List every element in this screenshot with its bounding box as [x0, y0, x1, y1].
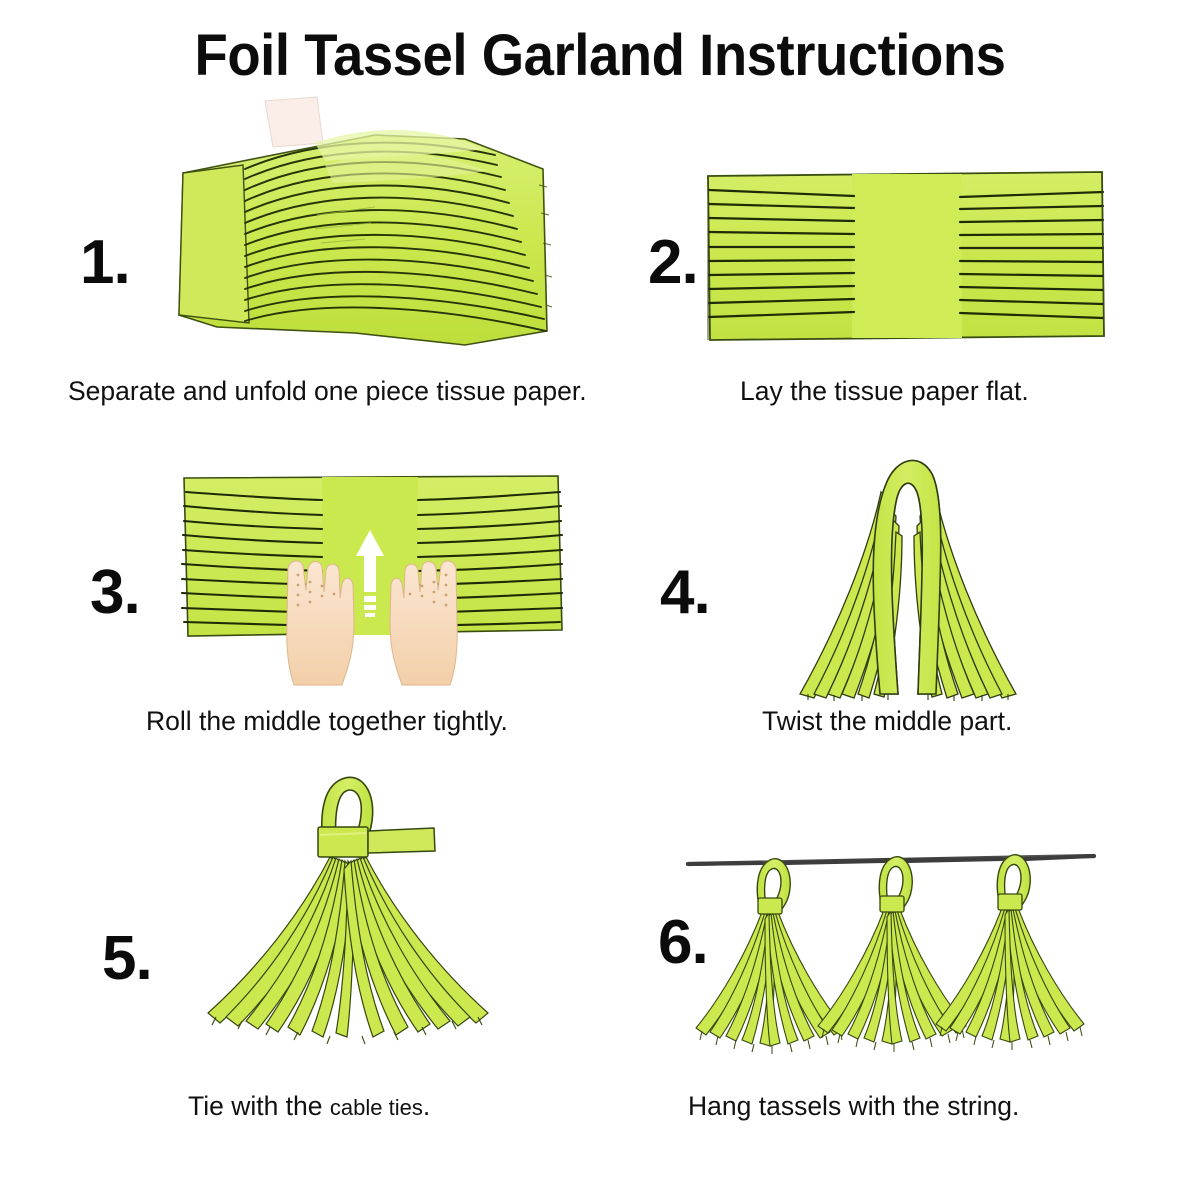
step-1-number: 1.: [80, 228, 131, 297]
step-3-caption: Roll the middle together tightly.: [146, 706, 508, 736]
step-5-caption-end: .: [422, 1091, 431, 1121]
step-5-illustration: [190, 765, 510, 1065]
step-4-number: 4.: [660, 558, 711, 627]
step-1-illustration: [165, 95, 575, 360]
tassel-3: [935, 854, 1085, 1051]
step-6-illustration: [680, 840, 1100, 1065]
step-3-illustration: [170, 472, 575, 687]
step-6-number: 6.: [658, 908, 709, 977]
cable-tie-tail: [367, 827, 436, 854]
step-6-caption: Hang tassels with the string.: [688, 1091, 1020, 1121]
step-5-caption: Tie with the cable ties.: [188, 1093, 430, 1120]
step-1-caption: Separate and unfold one piece tissue pap…: [68, 376, 587, 406]
step-2-illustration: [706, 170, 1106, 345]
step-4-illustration: [768, 432, 1038, 704]
page-title: Foil Tassel Garland Instructions: [194, 23, 1006, 88]
step-5-caption-main: Tie with the: [188, 1091, 330, 1121]
step-5-caption-emphasis: cable ties: [329, 1095, 423, 1120]
step-2-number: 2.: [648, 228, 699, 297]
up-arrow-icon: [356, 530, 384, 617]
step-2-caption: Lay the tissue paper flat.: [740, 376, 1029, 406]
left-hand-icon: [286, 560, 355, 686]
step-3-number: 3.: [90, 558, 141, 627]
step-5-number: 5.: [102, 924, 153, 993]
step-4-caption: Twist the middle part.: [762, 706, 1013, 736]
right-hand-icon: [389, 560, 458, 686]
